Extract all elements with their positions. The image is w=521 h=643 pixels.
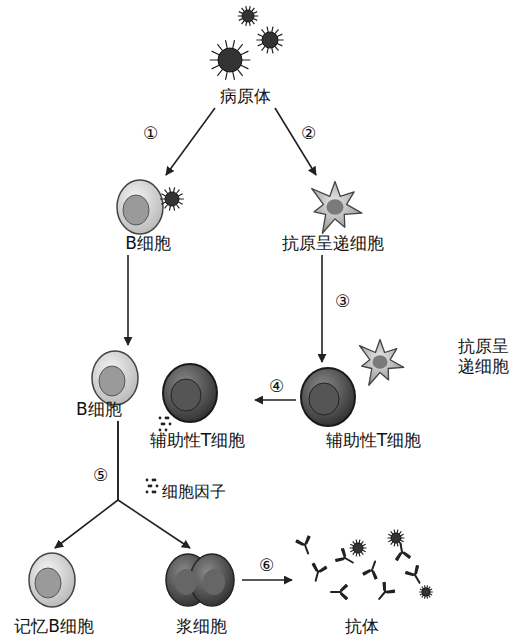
cell-node: 抗体 [292,522,432,638]
annotation-label: 细胞因子 [160,482,228,501]
flow-arrow [166,108,215,175]
cell-node: 病原体 [195,4,295,108]
cell-node: 辅助性T细胞 [296,362,451,452]
step-number: ⑥ [258,556,275,575]
flow-arrow [321,255,323,362]
memory-b-cell [29,553,75,607]
antibody-group [296,536,426,603]
step-number: ② [300,124,317,143]
step-number: ④ [268,377,285,396]
flow-arrow [127,255,129,345]
cell-node: 浆细胞 [160,548,242,638]
pathogen-group [160,6,433,599]
cell-label: 记忆B细胞 [14,616,94,636]
b-cell [117,180,163,234]
cell-node: 辅助性T细胞 [140,358,255,452]
flow-arrow [242,579,292,581]
cell-label: 浆细胞 [176,616,227,636]
cell-label: 抗体 [345,616,379,636]
antigen-presenting-cell [312,182,404,386]
flow-arrow [255,399,296,401]
cell-label: 辅助性T细胞 [326,430,421,450]
cell-node: 记忆B细胞 [4,548,104,638]
cell-label: B细胞 [125,233,171,253]
cell-node: 抗原呈递细胞 [265,175,400,255]
cell-node: 抗原呈递细胞 [356,330,514,396]
cell-node: B细胞 [72,345,152,421]
cell-node: B细胞 [98,175,198,255]
cell-label: 病原体 [220,86,271,106]
b-cell [92,351,138,405]
step-number: ① [142,124,159,143]
step-number: ⑤ [92,466,109,485]
cell-label: 辅助性T细胞 [150,430,245,450]
cell-label: B细胞 [76,399,122,419]
cell-label: 抗原呈递细胞 [458,336,510,377]
plasma-cell [166,554,234,606]
flow-arrow [55,421,118,548]
cell-label: 抗原呈递细胞 [282,233,384,253]
helper-t-cell [301,368,355,426]
step-number: ③ [334,292,351,311]
helper-t-cell [163,364,217,422]
